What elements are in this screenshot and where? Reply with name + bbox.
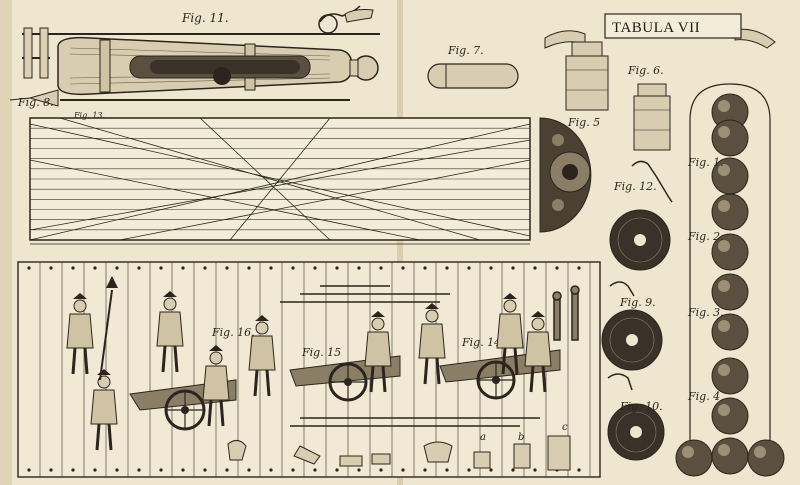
floor-objects xyxy=(227,435,571,471)
floor-label-a: a xyxy=(480,432,486,443)
soldier-figures xyxy=(66,276,552,451)
title-banner xyxy=(544,13,776,49)
fig-1-label: Fig. 1. xyxy=(687,156,724,169)
floor-label-b: b xyxy=(518,432,524,443)
hanging-tools xyxy=(552,285,580,341)
fig-11-label: Fig. 11. xyxy=(181,11,229,25)
fig-10-label: Fig. 10. xyxy=(619,400,663,413)
fig-14-label: Fig. 14. xyxy=(461,336,505,349)
fig-6-bottle xyxy=(633,83,671,151)
fig-8-label: Fig. 8. xyxy=(17,96,54,109)
fig-7-label: Fig. 7. xyxy=(447,44,484,57)
fig-13-label: Fig. 13. xyxy=(73,111,105,120)
fig-4-label: Fig. 4 xyxy=(687,390,720,403)
fig-7-cartridge xyxy=(427,63,519,89)
fig-3-label: Fig. 3. xyxy=(687,306,724,319)
fig-1-4-shot-column xyxy=(675,83,785,477)
fig-10-disc-weight xyxy=(607,373,665,461)
left-page-shade xyxy=(0,0,12,485)
fig-13-range-table xyxy=(29,117,531,245)
fig-5-label: Fig. 5 xyxy=(567,116,600,129)
fig-12-label: Fig. 12. xyxy=(613,180,657,193)
fig-6-label: Fig. 6. xyxy=(627,64,664,77)
fig-2-label: Fig. 2. xyxy=(687,230,724,243)
wall-tools xyxy=(280,285,540,427)
fig-bottle-large xyxy=(565,41,609,111)
fig-8-wedge xyxy=(9,89,59,107)
fig-16-label: Fig. 16. xyxy=(211,326,255,339)
fig-15-label: Fig. 15 xyxy=(301,346,341,359)
fig-11-cannon-barrel xyxy=(22,5,380,101)
fig-9-label: Fig. 9. xyxy=(619,296,656,309)
fig-5-ornate-disc xyxy=(539,117,592,233)
plate-title: TABULA VII xyxy=(612,20,700,36)
fig-12-disc-weight xyxy=(609,160,673,271)
floor-label-c: c xyxy=(562,422,568,433)
fig-9-disc-weight xyxy=(601,281,663,371)
